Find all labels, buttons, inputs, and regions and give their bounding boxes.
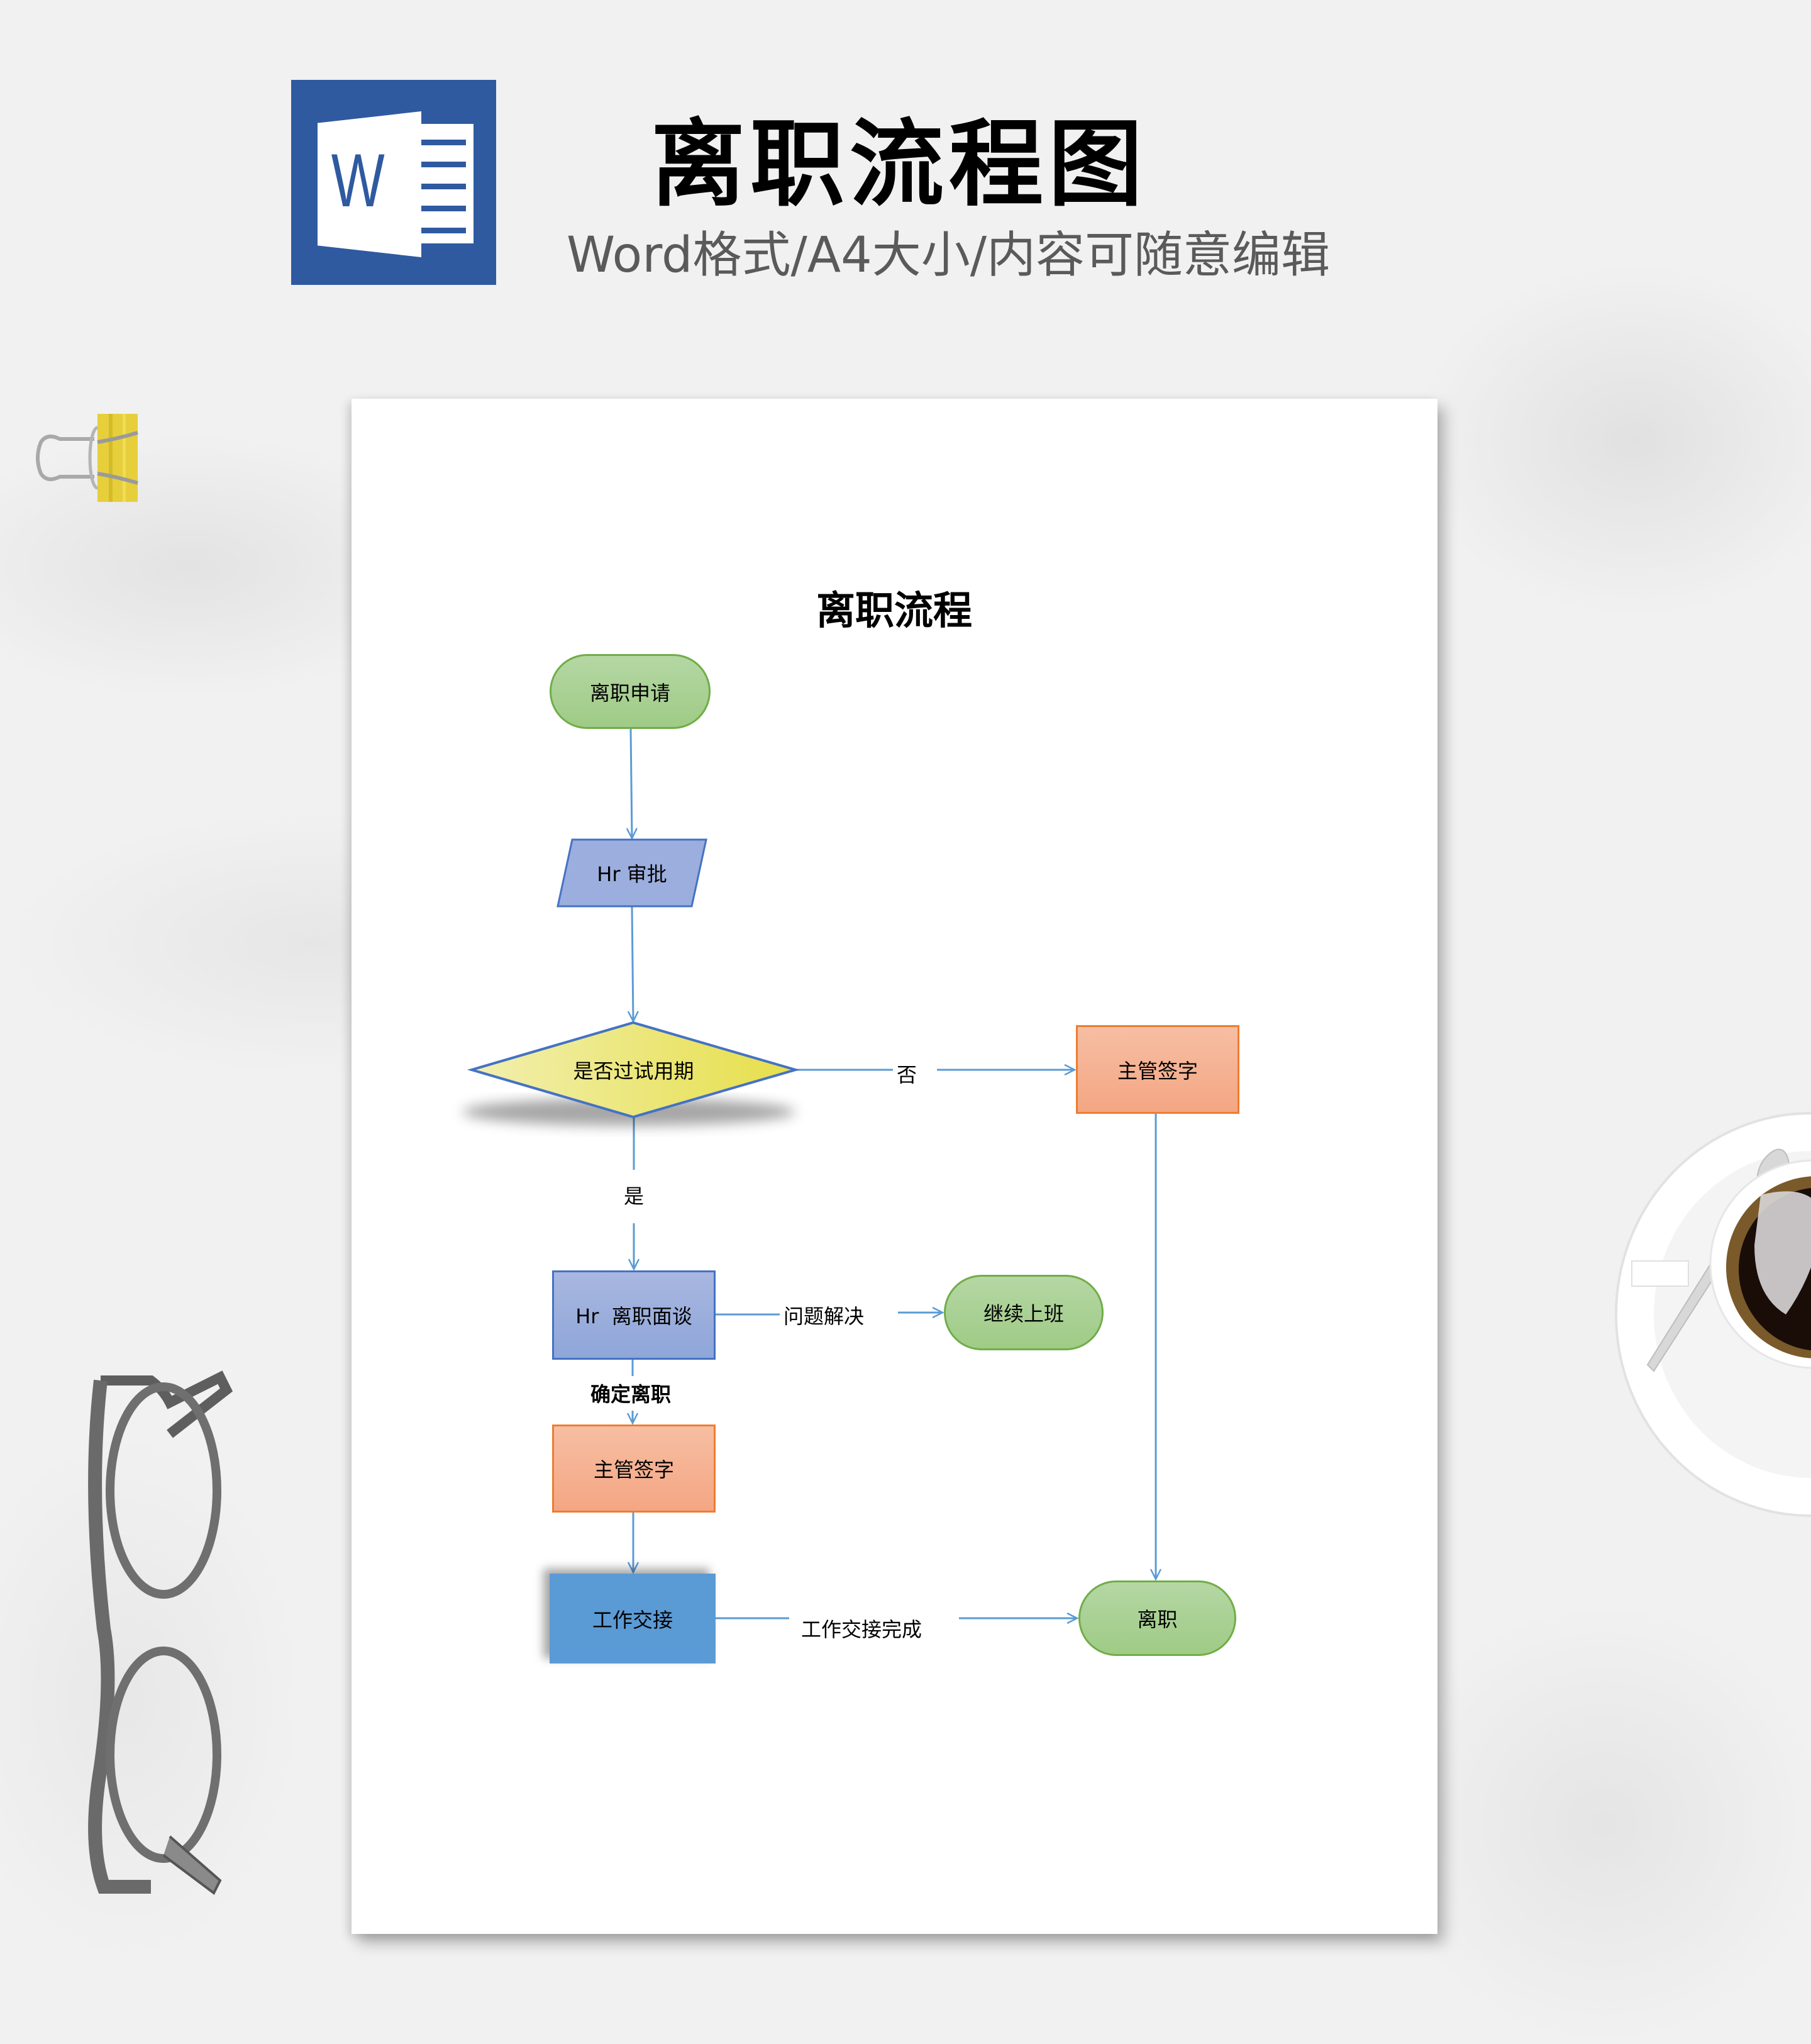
edge-label-handover-done: 工作交接完成 bbox=[797, 1614, 926, 1643]
word-icon-line bbox=[411, 184, 466, 189]
node-hr-exit-interview[interactable]: Hr 离职面谈 bbox=[552, 1270, 716, 1360]
page-subtitle: Word格式/A4大小/内容可随意编辑 bbox=[566, 227, 1331, 284]
node-continue-work[interactable]: 继续上班 bbox=[944, 1275, 1104, 1350]
word-icon-line bbox=[411, 162, 466, 167]
edge-label-confirm-resign: 确定离职 bbox=[587, 1379, 675, 1408]
node-label: 离职申请 bbox=[589, 680, 670, 705]
node-label: 主管签字 bbox=[593, 1458, 674, 1482]
node-work-handover[interactable]: 工作交接 bbox=[550, 1574, 716, 1664]
node-supervisor-sign-left[interactable]: 主管签字 bbox=[552, 1425, 716, 1513]
word-icon: W bbox=[291, 80, 496, 285]
edge-label-resolved: 问题解决 bbox=[780, 1301, 868, 1330]
coffee-cup-icon bbox=[1615, 1112, 1811, 1517]
node-label: 继续上班 bbox=[983, 1302, 1064, 1326]
node-label: 工作交接 bbox=[592, 1608, 673, 1632]
node-label: Hr 离职面谈 bbox=[575, 1304, 692, 1328]
eyeglasses-icon bbox=[88, 1370, 233, 1896]
node-resign[interactable]: 离职 bbox=[1078, 1580, 1236, 1656]
node-label: Hr 审批 bbox=[597, 862, 667, 886]
node-probation-decision[interactable]: 是否过试用期 bbox=[503, 1044, 764, 1096]
node-label: 是否过试用期 bbox=[573, 1059, 694, 1083]
node-supervisor-sign-right[interactable]: 主管签字 bbox=[1076, 1025, 1239, 1114]
page-title: 离职流程图 bbox=[650, 110, 1148, 219]
node-resignation-application[interactable]: 离职申请 bbox=[550, 654, 711, 729]
document-heading: 离职流程 bbox=[816, 587, 972, 633]
word-icon-page bbox=[318, 111, 421, 257]
document-page bbox=[352, 399, 1437, 1934]
node-label: 主管签字 bbox=[1117, 1058, 1198, 1083]
edge-label-yes: 是 bbox=[620, 1180, 648, 1209]
node-hr-approval[interactable]: Hr 审批 bbox=[558, 840, 706, 906]
word-icon-line bbox=[411, 140, 466, 145]
word-icon-letter: W bbox=[331, 138, 385, 223]
binder-clip-icon bbox=[36, 414, 138, 502]
edge-label-no: 否 bbox=[893, 1059, 921, 1088]
word-icon-line bbox=[411, 228, 466, 233]
node-label: 离职 bbox=[1137, 1608, 1178, 1631]
word-icon-line bbox=[411, 206, 466, 211]
